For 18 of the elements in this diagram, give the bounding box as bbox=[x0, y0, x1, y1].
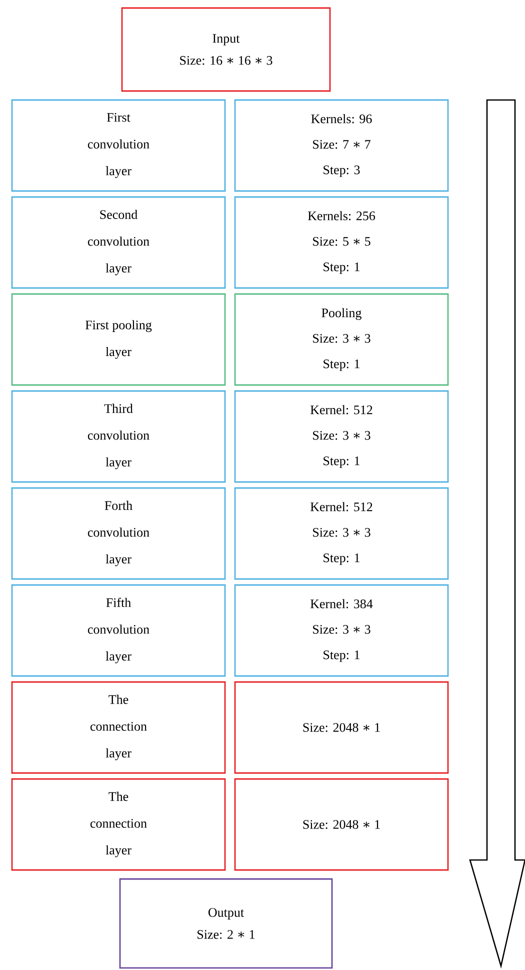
parameter-box: Pooling Size: 3 ∗ 3 Step: 1 bbox=[234, 293, 449, 386]
layer-name-box: Second convolution layer bbox=[11, 196, 226, 289]
parameter-box: Size: 2048 ∗ 1 bbox=[234, 681, 449, 774]
layer-name-box: First convolution layer bbox=[11, 99, 226, 192]
layer-name-box: Third convolution layer bbox=[11, 390, 226, 483]
layer-name-box: First pooling layer bbox=[11, 293, 226, 386]
layer-name-box: Fifth convolution layer bbox=[11, 584, 226, 677]
parameter-box: Size: 2048 ∗ 1 bbox=[234, 778, 449, 871]
layer-box: Input Size: 16 ∗ 16 ∗ 3 bbox=[121, 7, 331, 92]
layer-name-box: The connection layer bbox=[11, 778, 226, 871]
layer-name-box: Forth convolution layer bbox=[11, 487, 226, 580]
parameter-box: Kernel: 512 Size: 3 ∗ 3 Step: 1 bbox=[234, 390, 449, 483]
parameter-box: Kernels: 256 Size: 5 ∗ 5 Step: 1 bbox=[234, 196, 449, 289]
parameter-box: Kernels: 96 Size: 7 ∗ 7 Step: 3 bbox=[234, 99, 449, 192]
parameter-box: Kernel: 512 Size: 3 ∗ 3 Step: 1 bbox=[234, 487, 449, 580]
layer-name-box: The connection layer bbox=[11, 681, 226, 774]
layer-box: Output Size: 2 ∗ 1 bbox=[119, 878, 333, 969]
parameter-box: Kernel: 384 Size: 3 ∗ 3 Step: 1 bbox=[234, 584, 449, 677]
